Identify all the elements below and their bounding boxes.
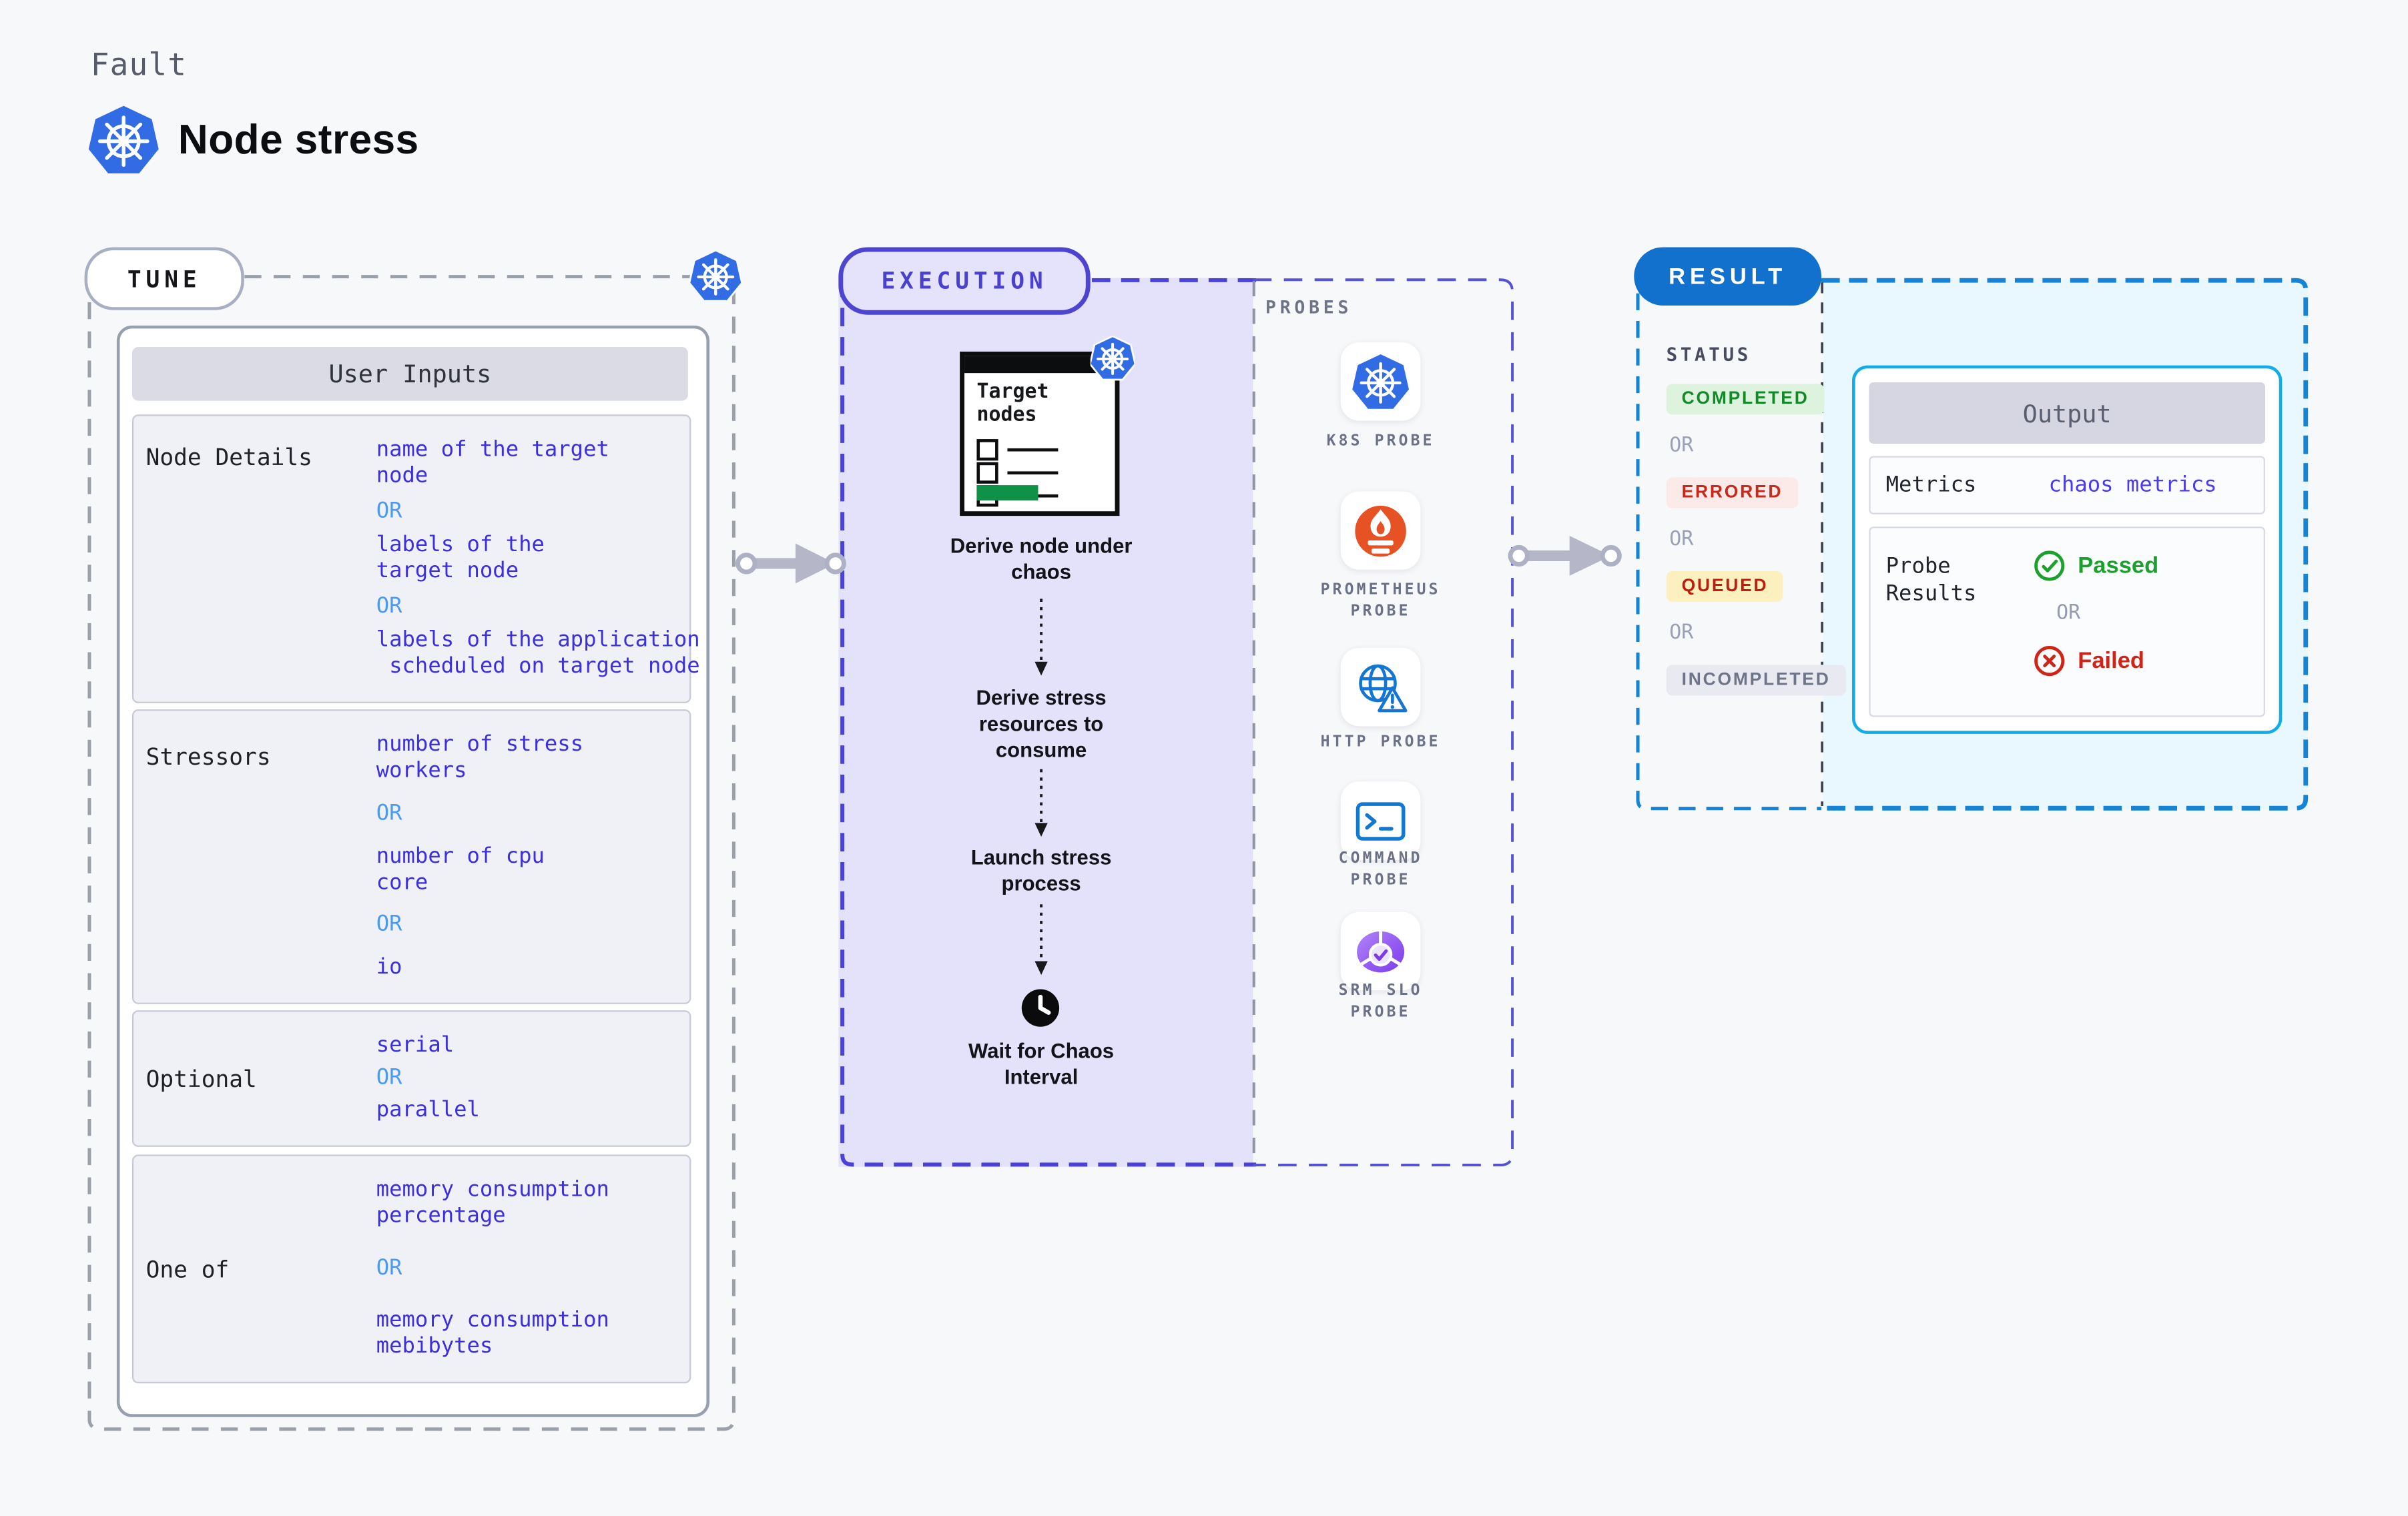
kubernetes-icon [88,105,159,173]
user-input-row-stressors: Stressors number of stress workers OR nu… [131,709,691,1004]
or-separator: OR [2056,601,2081,625]
user-input-row-optional: Optional serial OR parallel [131,1010,691,1147]
execution-dashed-border [840,278,1257,1167]
row-label: One of [145,1255,230,1283]
probes-dashed-border [1253,278,1514,1166]
tune-dashed-border [87,275,735,1431]
or-separator: OR [1669,528,1694,552]
probe-label: PROMETHEUS PROBE [1320,582,1441,621]
clipboard-title: Target nodes [976,380,1049,427]
output-header: Output [1869,382,2266,444]
or-separator: OR [376,593,402,619]
status-badge-queued: QUEUED [1666,571,1784,602]
probe-card-command [1340,781,1421,860]
probe-label: HTTP PROBE [1320,733,1441,751]
input-option: number of stress workers [376,732,584,783]
kubernetes-icon [1090,336,1135,381]
input-option: number of cpu core [376,843,545,895]
failed-result: Failed [2034,645,2159,677]
fault-eyebrow: Fault [90,46,188,83]
user-input-row-node-details: Node Details name of the target node OR … [131,414,700,703]
checkbox-icon [976,439,998,460]
probe-card-prometheus [1340,491,1421,570]
probe-card-srm-slo [1340,911,1421,991]
status-badge-errored: ERRORED [1666,477,1799,508]
user-inputs-header: User Inputs [131,347,688,401]
or-separator: OR [376,1256,402,1281]
step-wait-interval: Wait for Chaos Interval [968,1039,1115,1089]
checkbox-row [976,439,1058,460]
kubernetes-icon [1352,353,1410,408]
target-nodes-clipboard: Target nodes [960,336,1135,516]
result-dashed-border [1821,278,2309,811]
metrics-label: Metrics [1885,472,1977,498]
probe-label: K8S PROBE [1326,432,1435,450]
tune-badge: TUNE [84,247,244,310]
dotted-arrow-down-icon [1034,599,1048,676]
metrics-value: chaos metrics [2048,472,2217,498]
terminal-icon [1356,801,1406,840]
input-option: labels of the application scheduled on t… [376,628,700,679]
checkbox-icon [976,462,998,483]
or-separator: OR [376,498,402,523]
probe-results-label: Probe Results [1885,554,1977,607]
flow-arrow-tune-to-execution [735,543,846,584]
dotted-arrow-down-icon [1034,904,1048,976]
input-option: name of the target node [376,437,609,488]
passed-label: Passed [2078,552,2159,579]
step-derive-node: Derive node under chaos [950,534,1133,584]
probe-label: COMMAND PROBE [1338,850,1423,889]
page-title: Node stress [178,116,419,163]
pie-check-icon [1357,928,1405,972]
probe-card-k8s [1340,342,1421,421]
probe-card-http [1340,648,1421,727]
or-separator: OR [1669,434,1694,458]
status-list: COMPLETED OR ERRORED OR QUEUED OR INCOMP… [1666,384,1846,696]
execution-badge: EXECUTION [838,247,1091,315]
flow-arrow-probes-to-result [1508,536,1622,576]
step-launch-stress: Launch stress process [970,845,1112,895]
probe-label: SRM SLO PROBE [1338,982,1423,1022]
or-separator: OR [1669,621,1694,645]
row-label: Optional [145,1064,257,1093]
user-input-row-one-of: One of memory consumption percentage OR … [131,1154,691,1384]
input-option: memory consumption mebibytes [376,1308,609,1359]
dotted-arrow-down-icon [1034,769,1048,837]
output-panel: Output Metrics chaos metrics Probe Resul… [1852,365,2283,734]
kubernetes-icon [689,250,742,302]
globe-alert-icon [1359,663,1408,712]
input-option: parallel [376,1098,480,1123]
metrics-row: Metrics chaos metrics [1869,456,2266,514]
status-badge-incompleted: INCOMPLETED [1666,665,1846,696]
result-badge: RESULT [1634,247,1822,306]
step-derive-stress: Derive stress resources to consume [976,686,1107,762]
input-option: labels of the target node [376,532,545,584]
status-output-divider [1821,282,1824,807]
or-separator: OR [376,801,402,826]
failed-label: Failed [2078,648,2145,675]
probe-results-row: Probe Results Passed OR [1869,526,2266,717]
row-label: Stressors [145,743,271,771]
status-label: STATUS [1666,344,1751,366]
x-circle-icon [2034,646,2065,677]
clock-icon [1021,989,1060,1027]
row-label: Node Details [145,443,312,472]
input-option: io [376,955,402,980]
checkbox-row [976,462,1058,483]
passed-result: Passed [2034,550,2159,582]
input-option: memory consumption percentage [376,1177,609,1228]
execution-probes-divider [1252,281,1255,1164]
check-circle-icon [2034,550,2065,581]
probes-label: PROBES [1265,296,1353,318]
text-line [1006,470,1058,475]
progress-bar [976,485,1038,501]
input-option: serial [376,1033,455,1058]
status-badge-completed: COMPLETED [1666,384,1825,415]
prometheus-icon [1355,504,1406,556]
or-separator: OR [376,912,402,937]
or-separator: OR [376,1065,402,1090]
text-line [1006,447,1058,452]
